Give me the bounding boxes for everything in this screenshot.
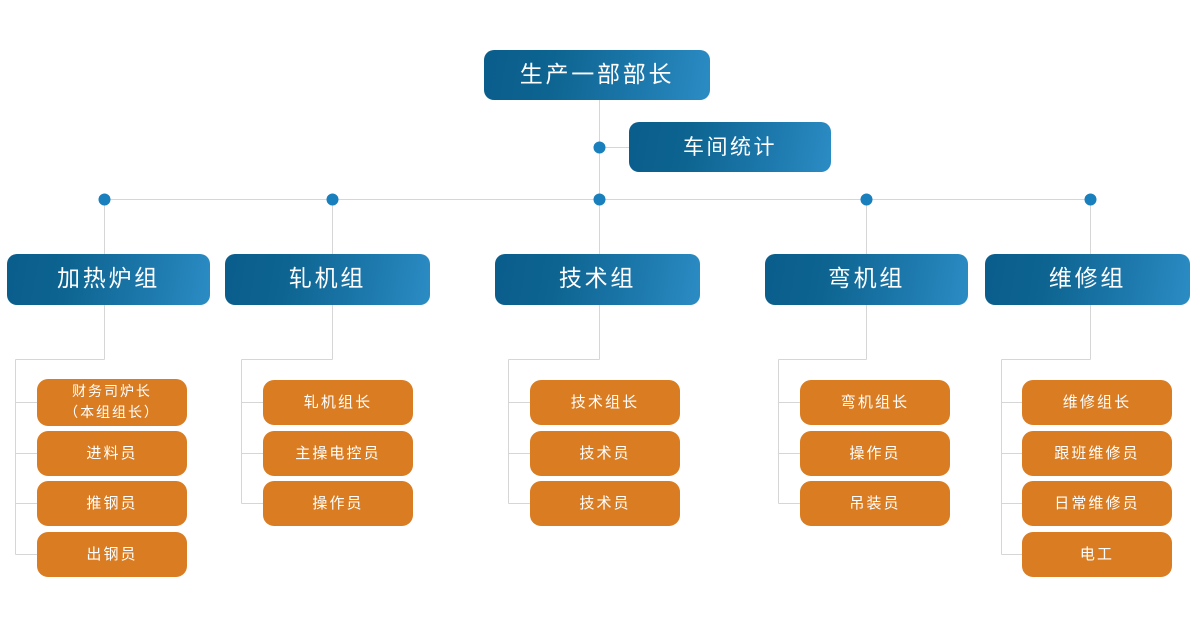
node-member-2-1[interactable]: 轧机组长 <box>263 380 413 425</box>
connector-dot-group-1 <box>98 193 111 206</box>
node-member-2-2[interactable]: 主操电控员 <box>263 431 413 476</box>
node-member-1-4[interactable]: 出钢员 <box>37 532 187 577</box>
node-group-5[interactable]: 维修组 <box>985 254 1190 305</box>
node-member-5-1[interactable]: 维修组长 <box>1022 380 1172 425</box>
connector-dot-staff <box>593 141 606 154</box>
node-member-1-2[interactable]: 进料员 <box>37 431 187 476</box>
connector-dot-group-4 <box>860 193 873 206</box>
node-member-2-3[interactable]: 操作员 <box>263 481 413 526</box>
node-member-3-2[interactable]: 技术员 <box>530 431 680 476</box>
node-group-4[interactable]: 弯机组 <box>765 254 968 305</box>
node-root[interactable]: 生产一部部长 <box>484 50 710 100</box>
node-staff[interactable]: 车间统计 <box>629 122 831 172</box>
node-member-5-3[interactable]: 日常维修员 <box>1022 481 1172 526</box>
node-member-4-3[interactable]: 吊装员 <box>800 481 950 526</box>
node-member-3-3[interactable]: 技术员 <box>530 481 680 526</box>
node-group-3[interactable]: 技术组 <box>495 254 700 305</box>
node-member-4-1[interactable]: 弯机组长 <box>800 380 950 425</box>
node-member-3-1[interactable]: 技术组长 <box>530 380 680 425</box>
node-member-5-4[interactable]: 电工 <box>1022 532 1172 577</box>
connector-dot-group-3 <box>593 193 606 206</box>
connector-dot-group-2 <box>326 193 339 206</box>
node-member-5-2[interactable]: 跟班维修员 <box>1022 431 1172 476</box>
node-member-1-3[interactable]: 推钢员 <box>37 481 187 526</box>
connector-dot-group-5 <box>1084 193 1097 206</box>
node-group-2[interactable]: 轧机组 <box>225 254 430 305</box>
node-member-4-2[interactable]: 操作员 <box>800 431 950 476</box>
node-group-1[interactable]: 加热炉组 <box>7 254 210 305</box>
node-member-1-1[interactable]: 财务司炉长 （本组组长） <box>37 379 187 426</box>
